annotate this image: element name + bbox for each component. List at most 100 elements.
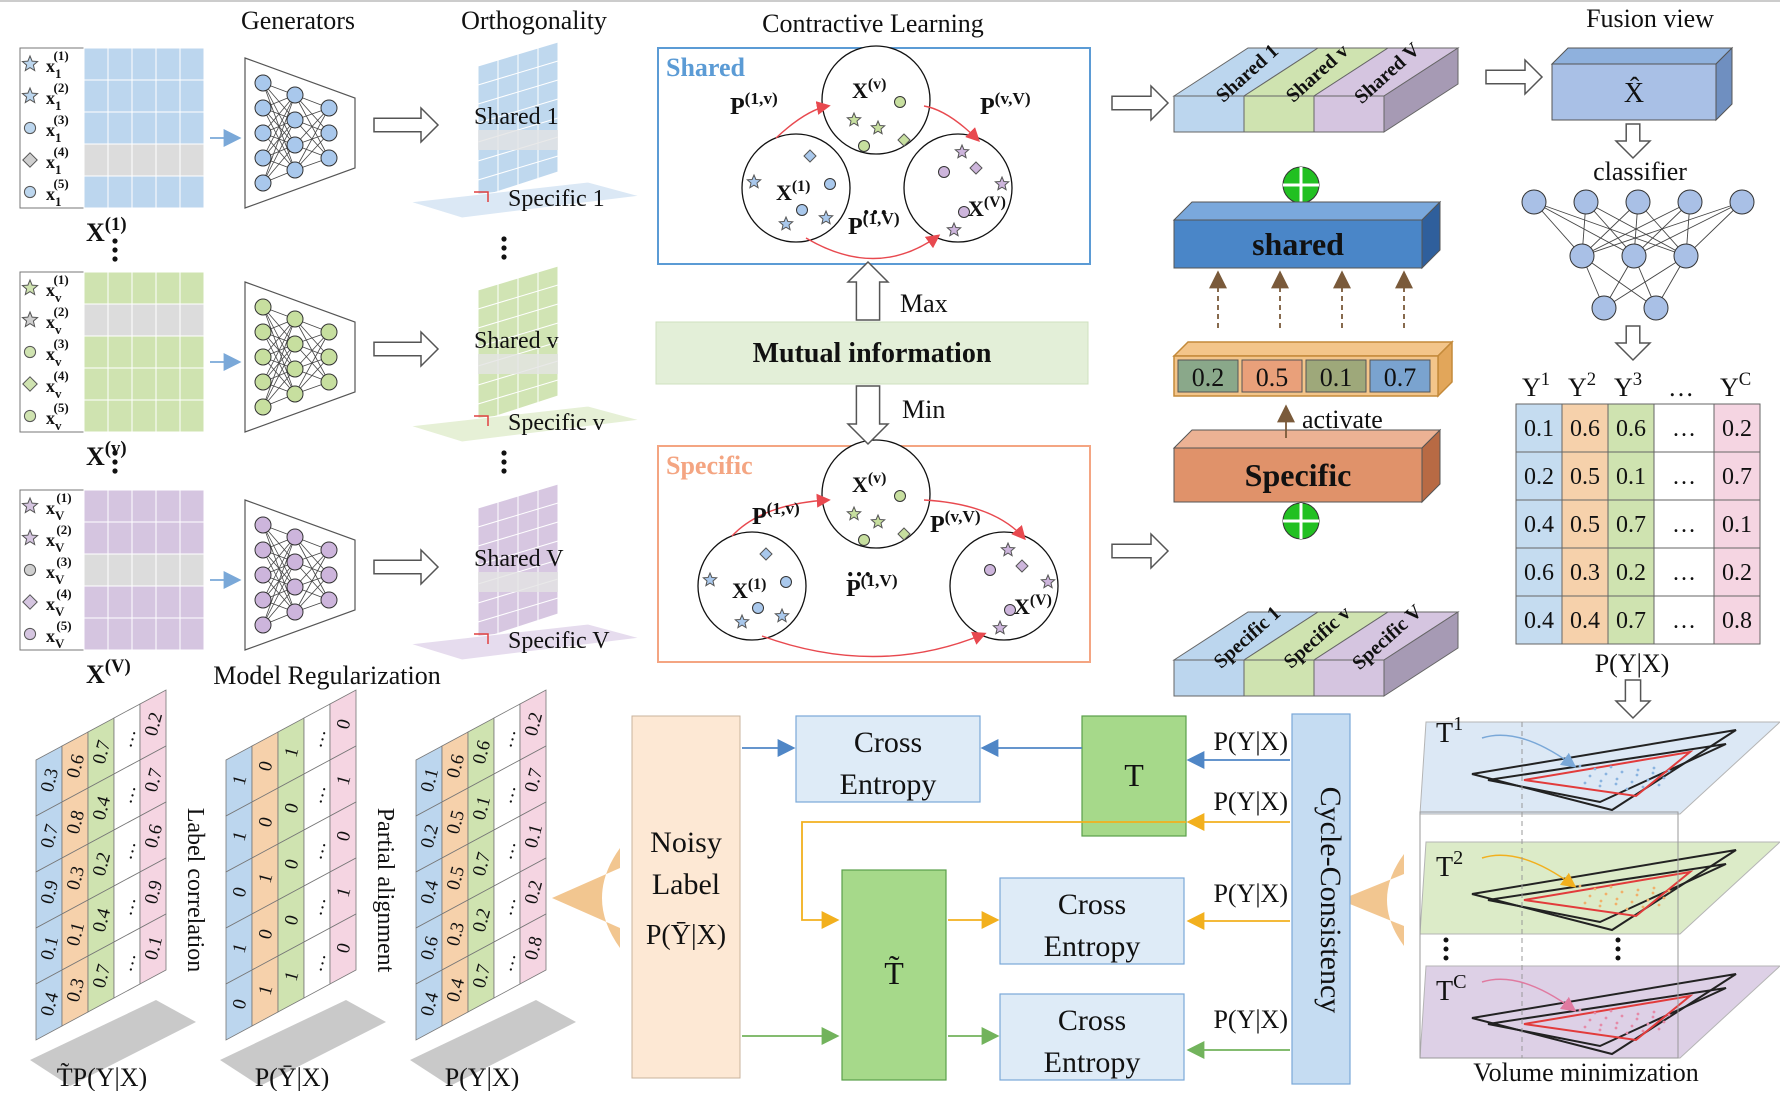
sample-x: x: [46, 626, 55, 646]
matrix-shadow: [30, 1000, 196, 1086]
specific-plane: [409, 181, 641, 219]
circle-marker: [1004, 604, 1016, 616]
view-v-cluster: [821, 45, 931, 155]
shared-bar: shared: [1172, 200, 1442, 270]
generator-node: [254, 74, 272, 92]
sample-dot: [1615, 1021, 1619, 1025]
path: [759, 547, 773, 561]
matrix-label: X(1): [86, 214, 127, 247]
sample-label: x1(3): [46, 112, 69, 145]
path: [746, 173, 762, 189]
sample-sub: v: [55, 386, 62, 401]
weight-cell: [1241, 359, 1303, 393]
sample-dot: [1667, 889, 1671, 893]
sample-label: xV(4): [46, 586, 72, 619]
simplex-plane-3: TC: [1419, 965, 1780, 1059]
specific-box-title: Specific: [666, 451, 753, 480]
p-1V-label: P(1,V): [848, 209, 900, 240]
pair-arrow-1v: [775, 101, 831, 139]
circle-marker: [958, 206, 970, 218]
classifier-node: [1621, 243, 1647, 269]
generator-node: [286, 86, 304, 104]
generator-trapezoid: [244, 281, 356, 433]
weight-value: 0.5: [1256, 363, 1289, 392]
max-arrow: [846, 260, 890, 321]
table-cell: 0.2: [1524, 464, 1554, 490]
p-1v-label: P(1,v): [752, 499, 800, 530]
view-1-cluster: [697, 531, 807, 641]
generator-node: [320, 566, 338, 584]
shared-plane-label: Shared 1: [474, 104, 559, 130]
generator-node: [286, 136, 304, 154]
sample-dot: [1593, 887, 1597, 891]
circle-marker: [23, 563, 37, 577]
classifier-label: classifier: [1593, 157, 1687, 186]
sample-label: xV(1): [46, 490, 72, 523]
sample-dot: [1657, 903, 1661, 907]
table-cell: …: [1672, 512, 1696, 538]
y-header: …: [1668, 373, 1694, 402]
shared-bar-front: [1173, 219, 1423, 269]
p-vV-label-main: P: [980, 94, 995, 120]
generator-edge: [262, 343, 296, 408]
matrix-row: [83, 175, 205, 209]
path: [846, 111, 862, 127]
activate-label: activate: [1302, 405, 1383, 434]
reg-cell: [139, 913, 167, 985]
path: [702, 571, 718, 587]
ellipsis-dot: [1615, 937, 1621, 943]
y-header: Y2: [1568, 369, 1596, 402]
matrix-row: [83, 47, 205, 81]
y-header-main: Y: [1614, 373, 1633, 402]
cross-entropy-label: Cross: [854, 726, 922, 759]
orthogonal-mark: [474, 415, 489, 426]
T-label-main: T: [1436, 852, 1453, 883]
ellipsis-dot: [112, 450, 118, 456]
sample-dot: [1652, 886, 1656, 890]
generator-edge: [294, 331, 330, 395]
ellipsis-dot: [501, 236, 507, 242]
path: [774, 607, 790, 623]
xV-label-sup: (V): [1030, 592, 1052, 609]
generator-node: [286, 335, 304, 353]
specific-bar-front: [1173, 447, 1423, 503]
sample-x: x: [46, 594, 55, 614]
p-1V-label-sup: (1,V): [863, 209, 900, 228]
reg-cell-value: …: [495, 950, 520, 974]
classifier-network: [1521, 189, 1755, 321]
sample-dot: [1588, 1018, 1592, 1022]
sample-sub: 1: [55, 98, 62, 113]
cycle-consistency-bar: [1291, 713, 1351, 1085]
generator-node: [320, 373, 338, 391]
inner-simplex: [1523, 750, 1694, 798]
slab-side: [1383, 611, 1459, 697]
sample-dot: [1657, 783, 1661, 787]
ellipsis-dot: [501, 459, 507, 465]
model-regularization-title: Model Regularization: [213, 661, 440, 690]
classifier-node: [1729, 189, 1755, 215]
volume-box: [1419, 811, 1679, 1059]
sample-x: x: [46, 120, 55, 140]
orthogonal-mark: [474, 633, 489, 644]
to-volume-arrow: [1614, 679, 1652, 720]
sample-dot: [1609, 765, 1613, 769]
sample-label: xV(3): [46, 554, 72, 587]
sample-sup: (3): [56, 554, 71, 569]
generator-node: [320, 124, 338, 142]
generator-node: [320, 149, 338, 167]
sample-label: x1(2): [46, 80, 69, 113]
matrix-row: [83, 489, 205, 523]
xhat-front: [1551, 63, 1717, 121]
reg-cell: [519, 913, 547, 985]
generator-node: [320, 99, 338, 117]
matrix-label: X(V): [86, 656, 131, 689]
reg-cell: [329, 913, 357, 985]
T-box-label: T: [1124, 757, 1144, 793]
generator-edge: [262, 536, 296, 601]
pyx-label: P(Y|X): [1213, 727, 1288, 756]
pair-arrow-1V: [805, 234, 941, 260]
sample-sub: 1: [55, 194, 62, 209]
